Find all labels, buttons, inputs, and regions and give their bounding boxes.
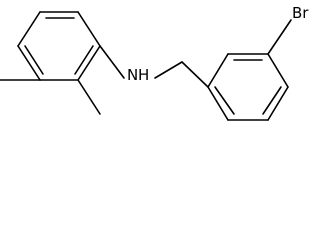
ring-bond-left xyxy=(207,53,229,88)
ring-bond-bottom-right xyxy=(77,45,101,81)
ring-bond-top-right xyxy=(77,11,101,47)
hydrogen-atom-label: H xyxy=(138,66,149,84)
ring-bond-bottom-right xyxy=(267,86,289,121)
ring-bond-top-left xyxy=(17,11,41,47)
methyl-groups xyxy=(0,79,101,115)
ring-double-bond-right xyxy=(262,86,282,115)
ring-double-bond-left xyxy=(24,45,44,75)
bromophenyl-ring: Br xyxy=(207,4,309,121)
nitrogen-methylene-bond xyxy=(154,61,183,79)
amine-linker: N H xyxy=(99,45,209,88)
bromine-bond xyxy=(267,19,292,55)
methyl-bond-2 xyxy=(77,79,101,115)
chemical-structure: N H Br xyxy=(0,4,310,121)
ring-bond-bottom-left xyxy=(207,86,229,121)
ring-bond-top-right xyxy=(267,53,289,88)
bromine-atom-label: Br xyxy=(292,4,309,22)
methylene-aryl-bond xyxy=(181,61,209,88)
nitrogen-atom-label: N xyxy=(127,66,138,84)
ring-double-bond-right xyxy=(74,45,94,75)
ring-double-bond-bottom-left xyxy=(214,86,235,115)
ring-bond-bottom-left xyxy=(17,45,41,81)
aryl-nitrogen-bond xyxy=(99,45,125,79)
dimethylphenyl-ring xyxy=(17,11,101,81)
